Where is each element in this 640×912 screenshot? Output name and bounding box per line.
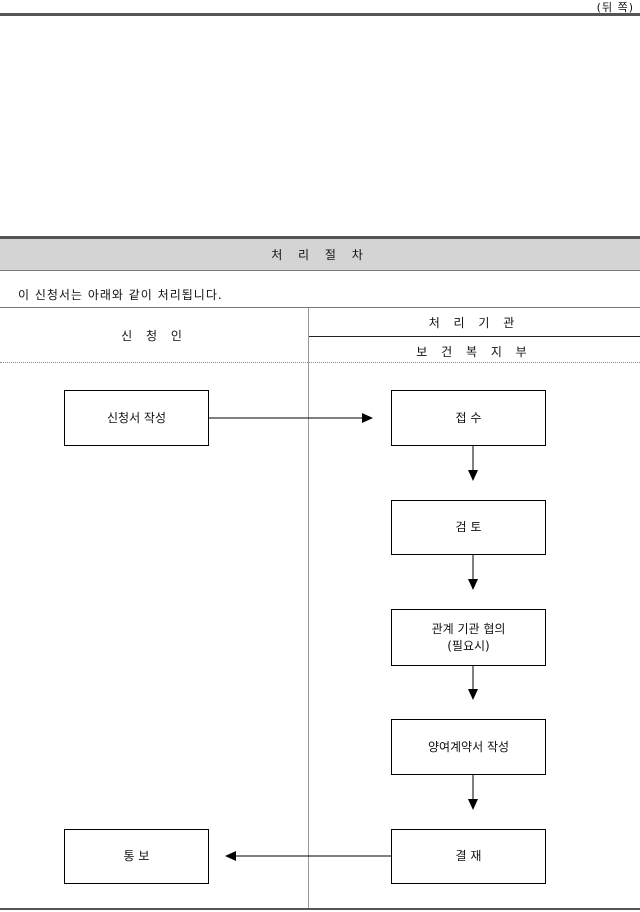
- arrow-receipt-to-review: [468, 446, 478, 481]
- intro-text: 이 신청서는 아래와 같이 처리됩니다.: [18, 288, 223, 302]
- table-top-rule: [0, 307, 640, 308]
- agency-name: 보 건 복 지 부: [416, 345, 532, 359]
- write-application-box: 신청서 작성: [64, 390, 209, 446]
- agency-header: 처 리 기 관: [428, 316, 520, 330]
- approval-box: 결 재: [391, 829, 546, 884]
- applicant-header: 신 청 인: [121, 329, 187, 343]
- receipt-box: 접 수: [391, 390, 546, 446]
- consultation-box: 관계 기관 협의 (필요시): [391, 609, 546, 666]
- arrow-consultation-to-contract: [468, 666, 478, 700]
- column-divider: [308, 308, 309, 908]
- arrow-application-to-receipt: [209, 413, 373, 423]
- arrow-review-to-consultation: [468, 555, 478, 590]
- page-side-label: (뒤 쪽): [596, 1, 634, 14]
- top-rule: [0, 13, 640, 16]
- section-title-bar: 처 리 절 차: [0, 236, 640, 271]
- review-box: 검 토: [391, 500, 546, 555]
- arrow-contract-to-approval: [468, 775, 478, 810]
- agency-divider: [308, 336, 640, 337]
- contract-box: 양여계약서 작성: [391, 719, 546, 775]
- bottom-rule: [0, 908, 640, 910]
- arrow-approval-to-notification: [225, 851, 391, 861]
- notification-box: 통 보: [64, 829, 209, 884]
- section-title: 처 리 절 차: [271, 248, 369, 262]
- header-divider: [0, 362, 640, 363]
